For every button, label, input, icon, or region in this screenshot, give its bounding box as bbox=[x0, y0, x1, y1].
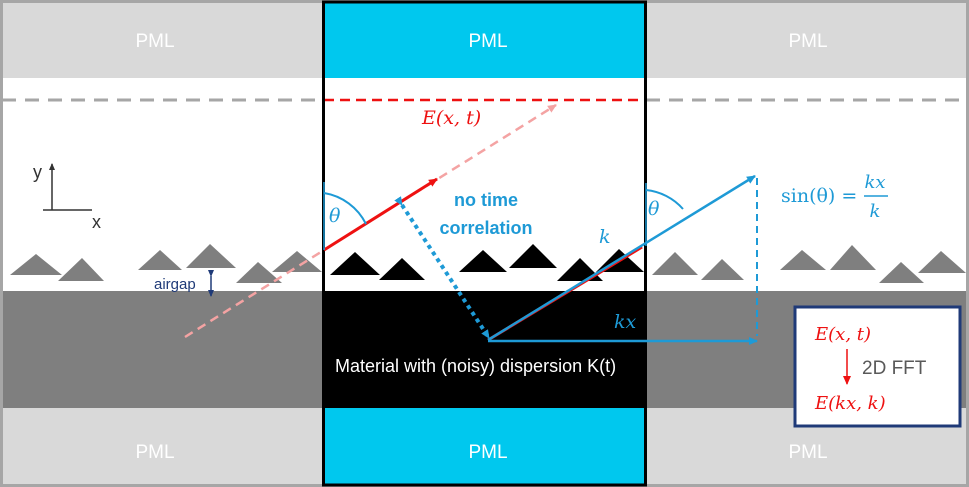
pml-label-top-left: PML bbox=[135, 31, 174, 52]
kx-label: kx bbox=[614, 311, 637, 333]
theta-arc-right bbox=[645, 189, 684, 210]
correlation-label: correlation bbox=[439, 218, 532, 238]
pml-top-left bbox=[2, 2, 322, 78]
airgap-label: airgap bbox=[154, 276, 196, 293]
substrate-left bbox=[2, 291, 322, 408]
sin-fraction-denominator: k bbox=[870, 201, 881, 222]
axis-x-label: x bbox=[92, 212, 101, 232]
fft-box-frame bbox=[793, 305, 962, 428]
fft-field-label: E(x, t) bbox=[814, 324, 871, 345]
fft-label: 2D FFT bbox=[862, 358, 927, 379]
pml-bottom-left bbox=[2, 408, 322, 485]
material-label: Material with (noisy) dispersion K(t) bbox=[335, 356, 616, 376]
k-label: k bbox=[599, 226, 611, 248]
sin-formula-lhs: sin(θ) = bbox=[781, 185, 857, 207]
incident-ray-inner bbox=[323, 177, 438, 252]
no-correlation-arrow bbox=[394, 196, 491, 340]
k-vector-blue bbox=[487, 174, 756, 342]
fft-transformed-label: E(kx, k) bbox=[814, 393, 886, 414]
pml-label-bottom-right: PML bbox=[788, 442, 827, 463]
pml-label-bottom-left: PML bbox=[135, 442, 174, 463]
theta-label-right: θ bbox=[648, 198, 660, 220]
scatterers-right bbox=[652, 245, 966, 283]
coordinate-axes: y x bbox=[33, 162, 101, 232]
airgap-indicator: airgap bbox=[154, 270, 214, 297]
sin-fraction-numerator: kx bbox=[864, 172, 885, 193]
theta-arc-left bbox=[323, 192, 367, 225]
substrate-center bbox=[322, 291, 646, 408]
pml-top-right bbox=[646, 2, 967, 78]
sin-formula: sin(θ) = kx k bbox=[781, 172, 888, 222]
scatterers-left bbox=[10, 244, 322, 283]
no-time-label: no time bbox=[454, 190, 518, 210]
pml-label-top-right: PML bbox=[788, 31, 827, 52]
pml-label-top-center: PML bbox=[468, 31, 507, 52]
field-label: E(x, t) bbox=[421, 107, 481, 129]
axis-y-label: y bbox=[33, 162, 42, 182]
pml-top-center bbox=[322, 2, 646, 78]
fft-box: E(x, t) 2D FFT E(kx, k) bbox=[793, 305, 962, 428]
pml-label-bottom-center: PML bbox=[468, 442, 507, 463]
theta-label-left: θ bbox=[329, 205, 341, 227]
pml-bottom-center bbox=[322, 408, 646, 485]
